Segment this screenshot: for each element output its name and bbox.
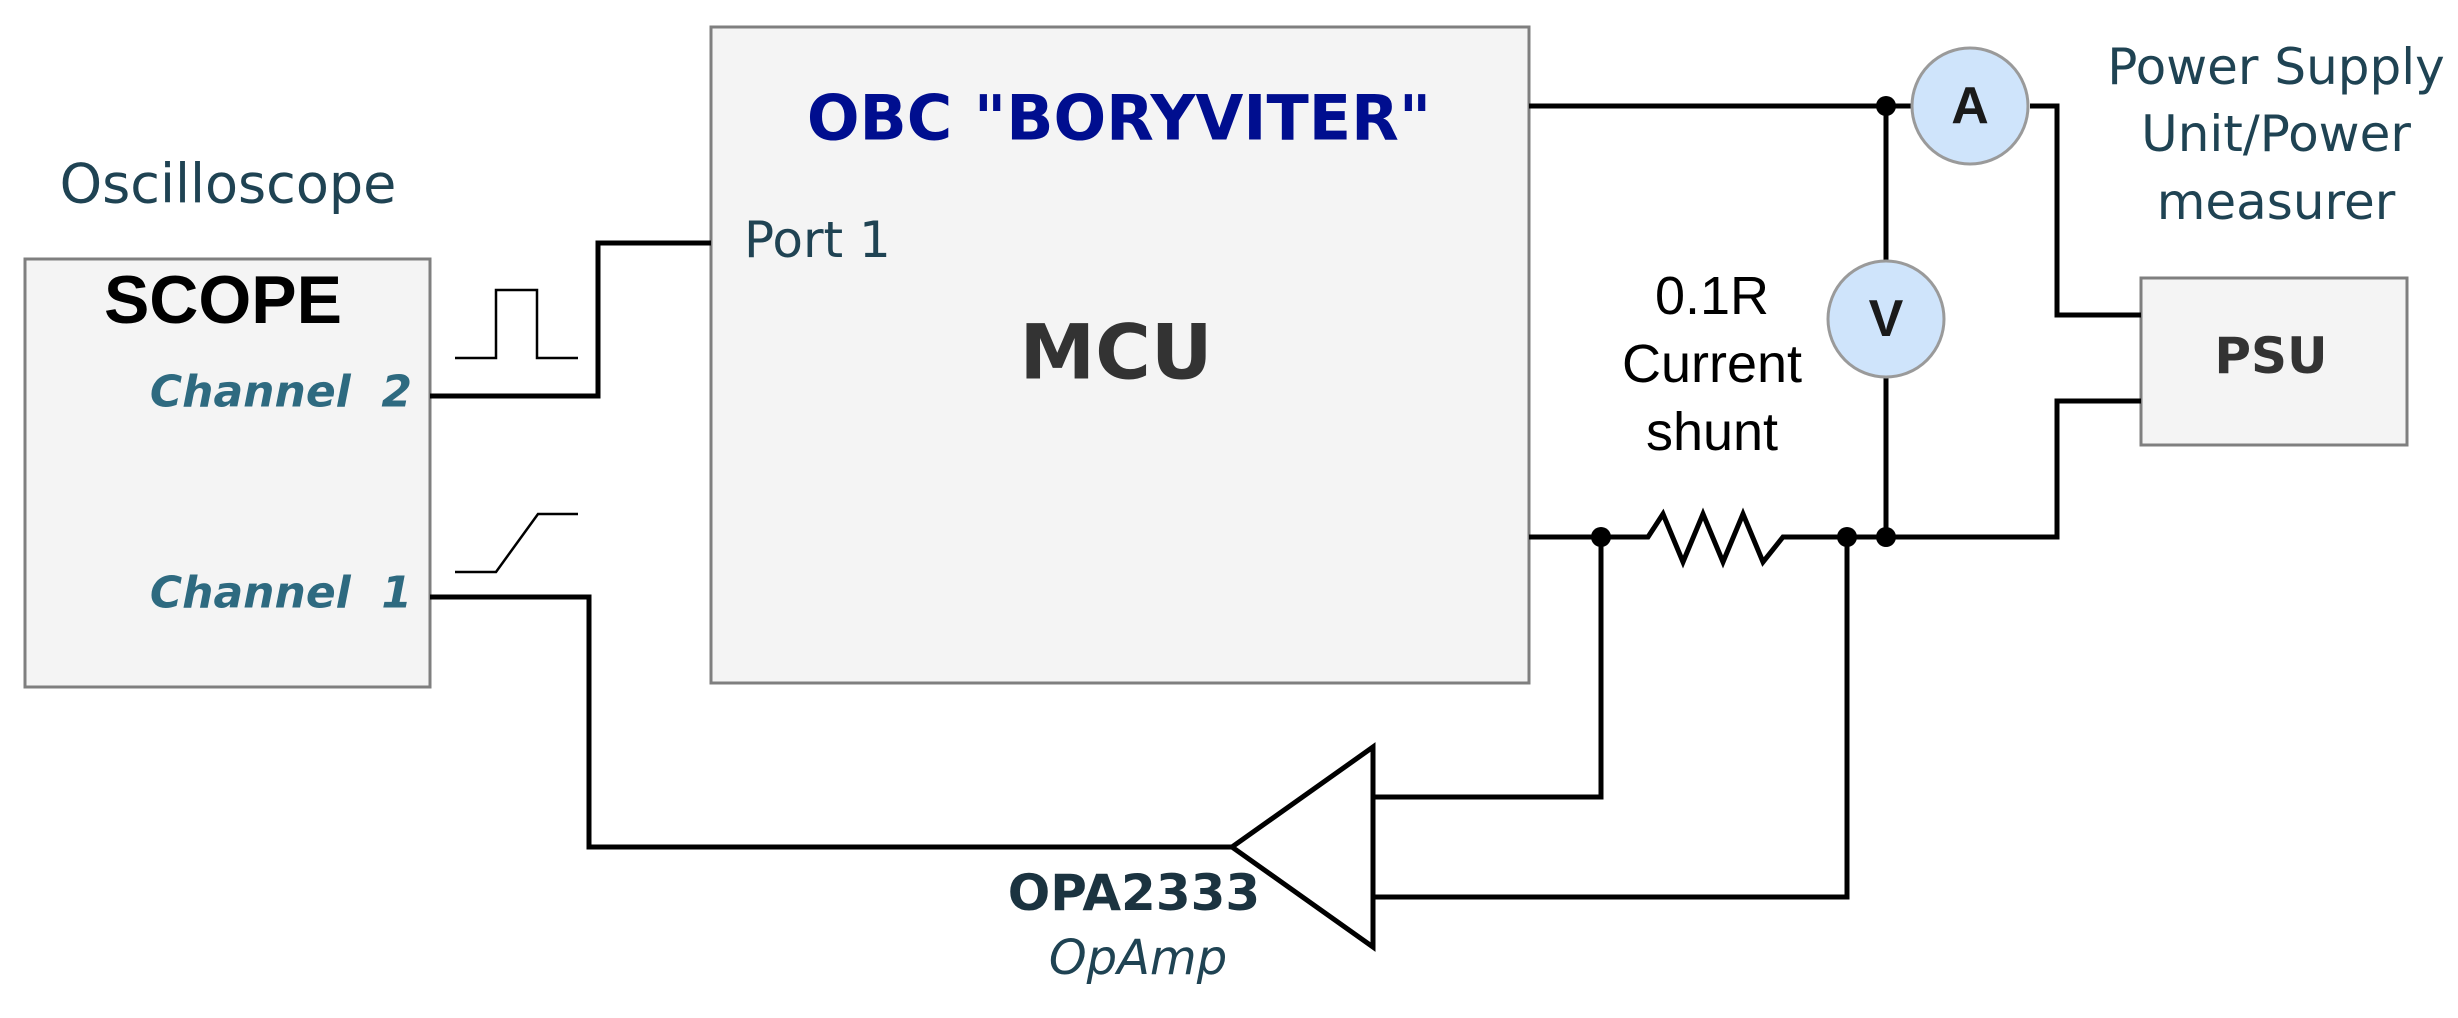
- shunt-resistor-symbol: [1601, 507, 1886, 569]
- opamp-type-label: OpAmp: [1049, 930, 1227, 986]
- shunt-value-label: 0.1R: [1655, 266, 1769, 326]
- mcu-label: MCU: [1019, 308, 1212, 397]
- voltmeter-label: V: [1869, 290, 1904, 348]
- ramp-waveform-icon: [455, 512, 578, 574]
- opamp-symbol: [1227, 742, 1376, 952]
- wire-shunt-right-opamp: [1373, 537, 1850, 900]
- oscilloscope-caption: Oscilloscope: [60, 153, 397, 216]
- scope-box: [23, 257, 432, 689]
- mcu-port-label: Port 1: [744, 211, 891, 269]
- scope-box-label: SCOPE: [104, 262, 342, 338]
- opamp-part-label: OPA2333: [1008, 864, 1260, 922]
- mcu-title: OBC "BORYVITER": [807, 82, 1431, 155]
- power-caption-line2: Unit/Power: [2141, 105, 2411, 163]
- wire-channel1-opamp-output: [430, 594, 1232, 850]
- channel2-label: Channel 2: [150, 367, 412, 418]
- power-caption-line3: measurer: [2157, 173, 2396, 231]
- ammeter-circle: [1910, 46, 2030, 166]
- power-caption-line1: Power Supply: [2107, 38, 2444, 96]
- junction-dot: [1876, 527, 1896, 547]
- wire-shunt-left-opamp: [1373, 537, 1604, 800]
- ammeter-label: A: [1951, 77, 1989, 135]
- shunt-label-line1: Current: [1622, 334, 1802, 394]
- shunt-label-line2: shunt: [1646, 402, 1778, 462]
- psu-box: [2139, 276, 2409, 447]
- mcu-box: [709, 25, 1531, 685]
- psu-box-label: PSU: [2214, 327, 2327, 385]
- junction-dot: [1591, 527, 1611, 547]
- wire-ammeter-psu: [2030, 103, 2141, 318]
- wire-shunt-psu: [1886, 398, 2141, 540]
- voltmeter-circle: [1826, 259, 1946, 379]
- wire-channel2-port1: [430, 240, 711, 399]
- junction-dot: [1837, 527, 1857, 547]
- junction-dot: [1876, 96, 1896, 116]
- channel1-label: Channel 1: [150, 568, 412, 619]
- pulse-waveform-icon: [455, 288, 578, 360]
